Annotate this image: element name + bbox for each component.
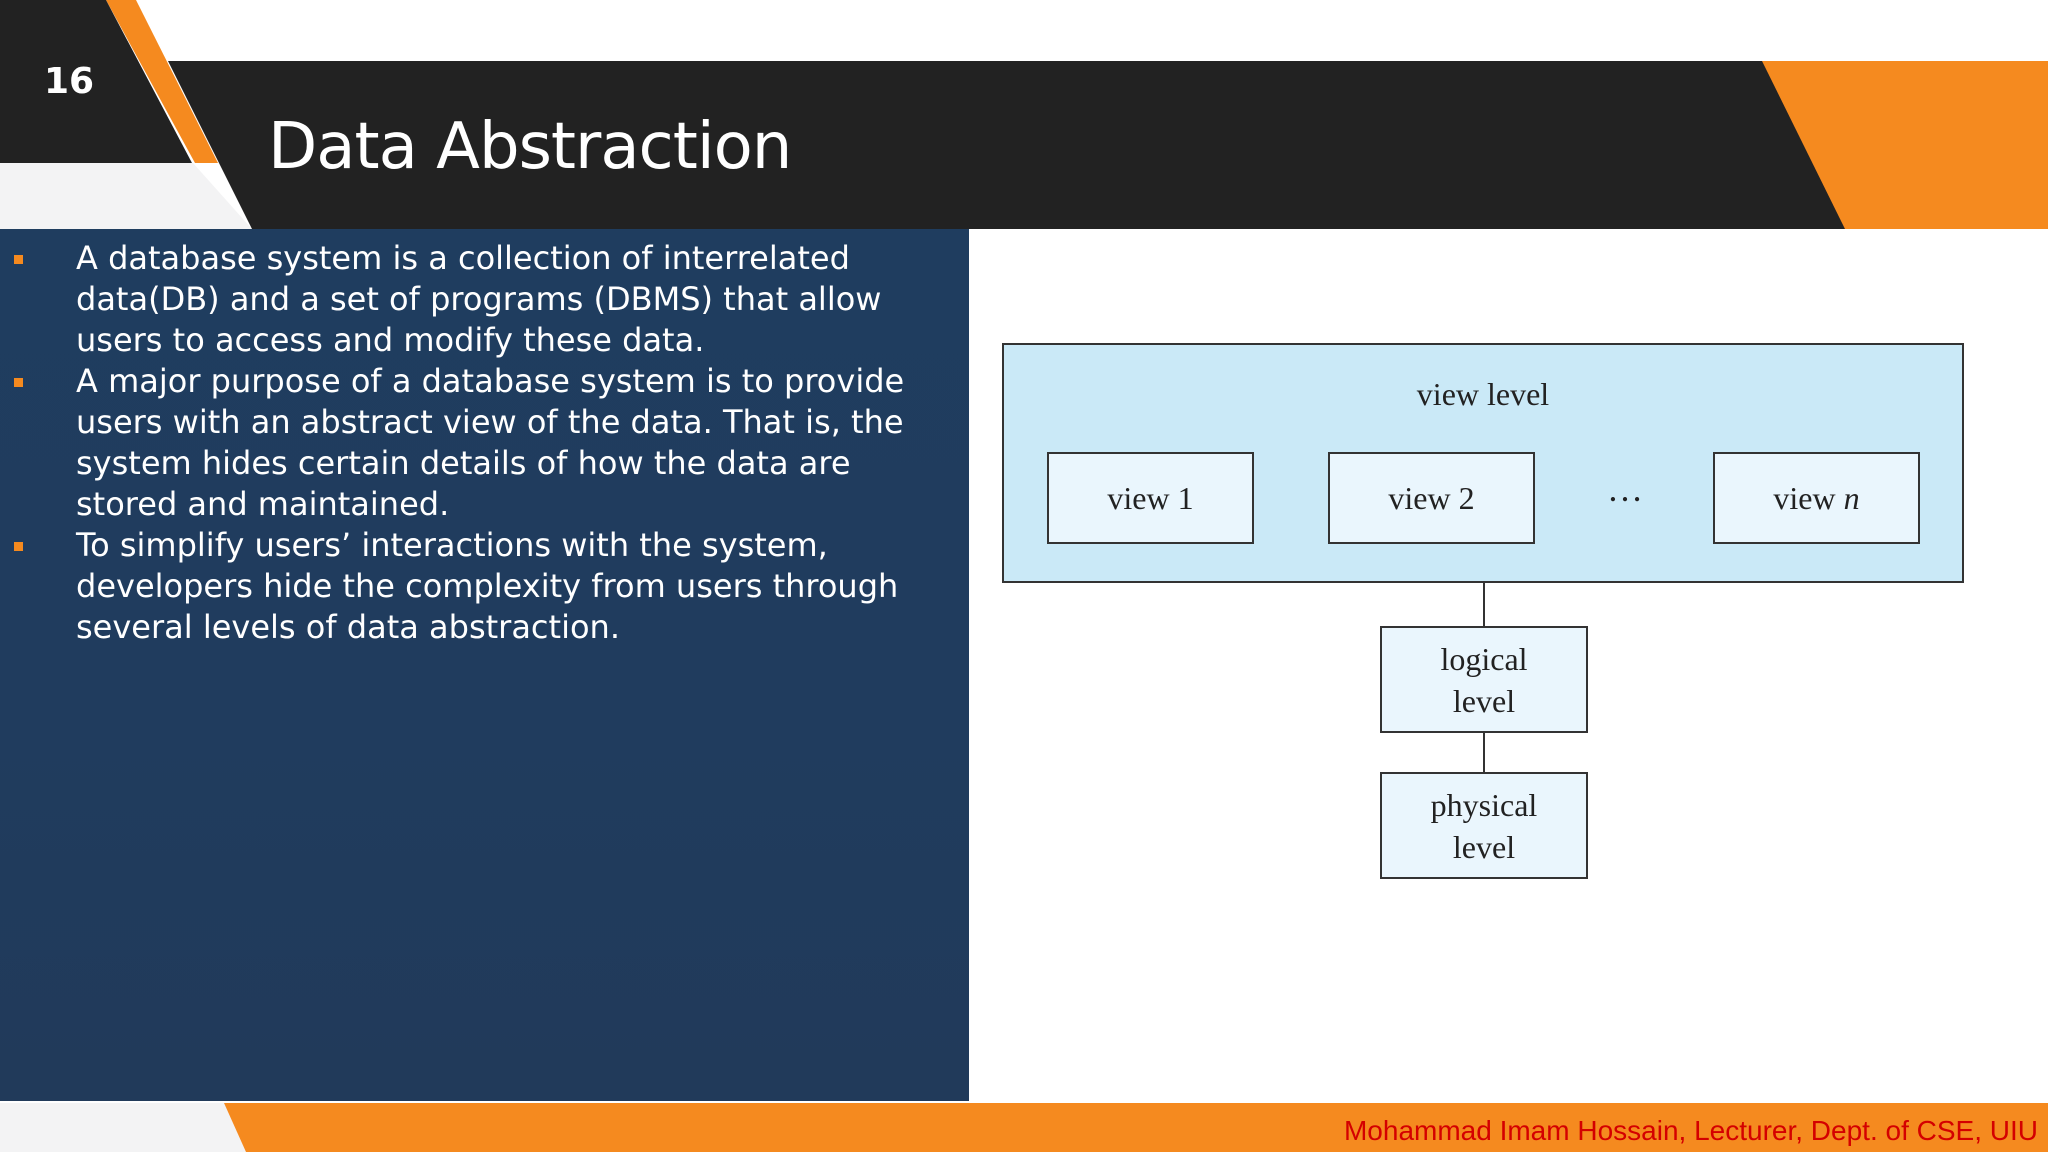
slide-title: Data Abstraction	[268, 110, 792, 184]
bullet-square-icon	[14, 542, 23, 551]
view-1-label: view 1	[1107, 479, 1194, 516]
footer-grey-wedge	[0, 1103, 246, 1152]
view-2-label: view 2	[1388, 479, 1475, 516]
footer-band	[224, 1103, 2048, 1152]
bullet-text: A database system is a collection of int…	[76, 239, 882, 359]
title-band	[168, 61, 2048, 229]
physical-level-box: physical level	[1380, 772, 1588, 879]
physical-level-line1: physical	[1430, 786, 1538, 823]
connector-view-logical	[1483, 583, 1485, 627]
logical-level-line2: level	[1452, 682, 1516, 719]
orange-stripe-top-left	[106, 0, 218, 163]
physical-level-line2: level	[1452, 828, 1516, 865]
bullet-square-icon	[14, 378, 23, 387]
view-n-label: view n	[1773, 480, 1859, 517]
footer-credit: Mohammad Imam Hossain, Lecturer, Dept. o…	[1343, 1115, 2038, 1146]
view-2-box: view 2	[1328, 452, 1535, 544]
views-ellipsis: …	[1607, 469, 1643, 509]
slide-number: 16	[44, 61, 95, 102]
view-level-label: view level	[1416, 376, 1550, 412]
connector-logical-physical	[1483, 733, 1485, 773]
view-n-box: view n	[1713, 452, 1920, 544]
bullet-text: A major purpose of a database system is …	[76, 362, 905, 523]
number-tab	[0, 0, 192, 163]
view-1-box: view 1	[1047, 452, 1254, 544]
logical-level-line1: logical	[1440, 640, 1528, 677]
logical-level-label: logical level	[1440, 638, 1527, 722]
bullet-item: A major purpose of a database system is …	[0, 361, 969, 525]
logical-level-box: logical level	[1380, 626, 1588, 733]
view-n-word: view	[1773, 479, 1836, 516]
physical-level-label: physical level	[1431, 784, 1538, 868]
bullet-square-icon	[14, 255, 23, 264]
orange-block-top-right	[1762, 61, 2048, 229]
bullet-item: To simplify users’ interactions with the…	[0, 525, 969, 648]
bullet-text: To simplify users’ interactions with the…	[76, 526, 899, 646]
grey-wedge	[0, 163, 252, 229]
text-panel: A database system is a collection of int…	[0, 229, 969, 1101]
bullet-list: A database system is a collection of int…	[0, 238, 969, 648]
view-n-italic: n	[1843, 479, 1860, 516]
bullet-item: A database system is a collection of int…	[0, 238, 969, 361]
